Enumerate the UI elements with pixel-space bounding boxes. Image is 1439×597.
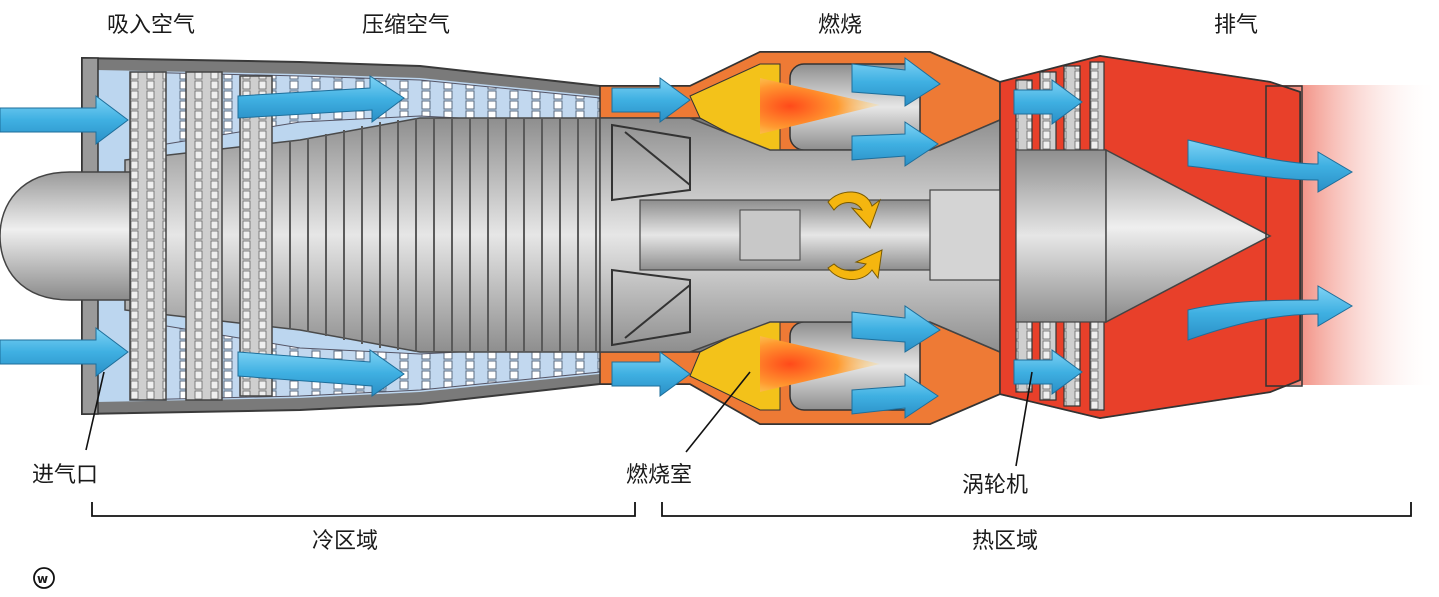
label-exhaust: 排气 xyxy=(1214,13,1258,38)
cold-zone-bracket xyxy=(92,502,635,516)
label-inlet: 进气口 xyxy=(32,463,98,488)
label-combustion: 燃烧 xyxy=(818,13,862,38)
label-intake-air: 吸入空气 xyxy=(107,13,195,38)
nose-spinner xyxy=(0,172,130,300)
turbine-disc xyxy=(1016,150,1106,322)
hot-zone-bracket xyxy=(662,502,1411,516)
label-combustion-chamber: 燃烧室 xyxy=(626,463,692,488)
shaft-step xyxy=(740,210,800,260)
fan-stages xyxy=(130,72,272,400)
w-circle-icon: w xyxy=(34,568,54,588)
label-compressed-air: 压缩空气 xyxy=(362,13,450,38)
label-hot-zone: 热区域 xyxy=(972,529,1038,554)
label-turbine: 涡轮机 xyxy=(962,473,1028,498)
label-cold-zone: 冷区域 xyxy=(312,529,378,554)
svg-text:w: w xyxy=(37,572,48,586)
